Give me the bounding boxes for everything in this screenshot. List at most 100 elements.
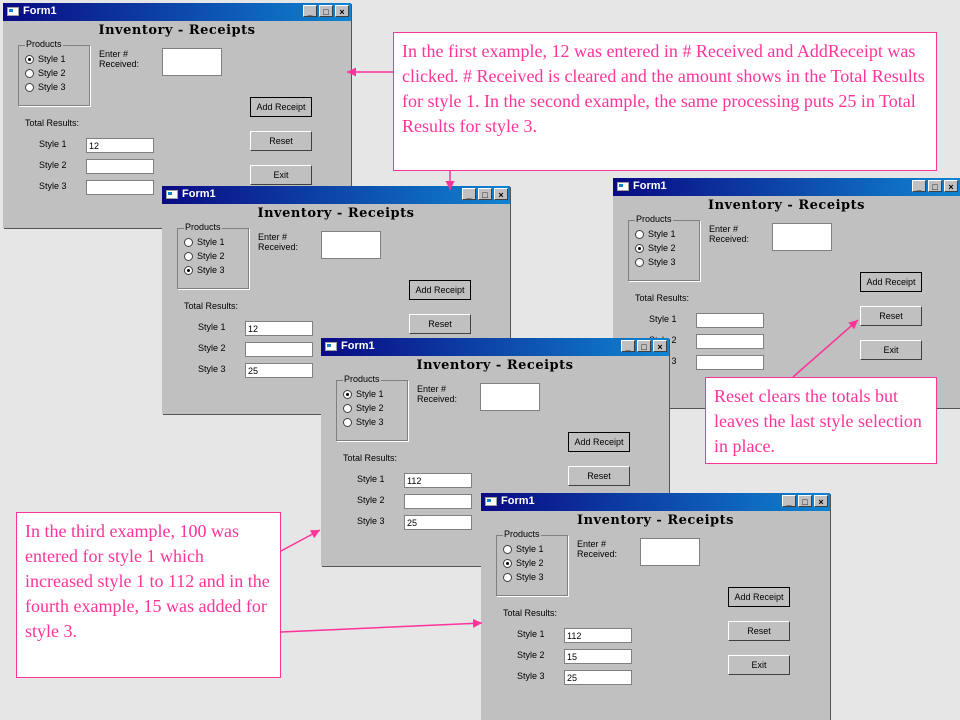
enter-received-label: Enter # Received: (258, 232, 298, 252)
products-group-label: Products (25, 39, 63, 49)
radio-button[interactable] (503, 545, 512, 555)
total-style-1-label: Style 1 (39, 139, 67, 149)
radio-button[interactable] (635, 244, 644, 254)
received-input[interactable] (162, 48, 222, 76)
app-icon[interactable] (485, 497, 497, 506)
total-style-2-field[interactable] (404, 494, 472, 509)
enter-label-line-1: Enter # (417, 384, 447, 394)
maximize-button[interactable]: □ (928, 180, 942, 192)
total-style-2-field[interactable] (696, 334, 764, 349)
window-titlebar[interactable]: Form1 _ □ × (613, 178, 960, 196)
radio-style-3[interactable]: Style 3 (184, 265, 225, 277)
radio-button[interactable] (184, 238, 193, 248)
minimize-button[interactable]: _ (303, 5, 317, 17)
total-style-3-field[interactable]: 25 (245, 363, 313, 378)
reset-button[interactable]: Reset (860, 306, 922, 326)
total-style-2-label: Style 2 (198, 343, 226, 353)
close-button[interactable]: × (494, 188, 508, 200)
total-style-1-field[interactable]: 12 (245, 321, 313, 336)
total-style-1-field[interactable]: 112 (564, 628, 632, 643)
radio-style-2[interactable]: Style 2 (25, 68, 66, 80)
total-style-3-field[interactable]: 25 (404, 515, 472, 530)
window-titlebar[interactable]: Form1 _ □ × (481, 493, 830, 511)
radio-style-2[interactable]: Style 2 (343, 403, 384, 415)
maximize-button[interactable]: □ (478, 188, 492, 200)
radio-button[interactable] (184, 252, 193, 262)
total-style-2-label: Style 2 (517, 650, 545, 660)
maximize-button[interactable]: □ (319, 5, 333, 17)
add-receipt-button[interactable]: Add Receipt (860, 272, 922, 292)
app-icon[interactable] (325, 342, 337, 351)
total-style-1-field[interactable]: 112 (404, 473, 472, 488)
total-style-1-field[interactable]: 12 (86, 138, 154, 153)
exit-button[interactable]: Exit (860, 340, 922, 360)
radio-button[interactable] (343, 390, 352, 400)
app-icon[interactable] (617, 182, 629, 191)
reset-button[interactable]: Reset (250, 131, 312, 151)
radio-style-2[interactable]: Style 2 (635, 243, 676, 255)
close-button[interactable]: × (944, 180, 958, 192)
radio-button[interactable] (25, 83, 34, 93)
arrow-to-window-5 (280, 618, 483, 633)
form-window-3: Form1 _ □ × Inventory - Receipts Product… (613, 178, 960, 408)
close-button[interactable]: × (653, 340, 667, 352)
radio-button[interactable] (343, 418, 352, 428)
window-titlebar[interactable]: Form1 _ □ × (321, 338, 669, 356)
received-input[interactable] (480, 383, 540, 411)
total-style-1-field[interactable] (696, 313, 764, 328)
minimize-button[interactable]: _ (782, 495, 796, 507)
radio-button[interactable] (503, 573, 512, 583)
radio-button[interactable] (343, 404, 352, 414)
radio-style-1[interactable]: Style 1 (635, 229, 676, 241)
minimize-button[interactable]: _ (462, 188, 476, 200)
exit-button[interactable]: Exit (728, 655, 790, 675)
maximize-button[interactable]: □ (798, 495, 812, 507)
reset-button[interactable]: Reset (409, 314, 471, 334)
minimize-button[interactable]: _ (621, 340, 635, 352)
radio-button[interactable] (184, 266, 193, 276)
radio-style-1[interactable]: Style 1 (343, 389, 384, 401)
total-style-2-field[interactable] (245, 342, 313, 357)
app-icon[interactable] (166, 190, 178, 199)
add-receipt-button[interactable]: Add Receipt (250, 97, 312, 117)
radio-label: Style 2 (356, 403, 384, 413)
received-input[interactable] (772, 223, 832, 251)
radio-button[interactable] (635, 258, 644, 268)
received-input[interactable] (640, 538, 700, 566)
window-titlebar[interactable]: Form1 _ □ × (162, 186, 510, 204)
add-receipt-button[interactable]: Add Receipt (409, 280, 471, 300)
add-receipt-button[interactable]: Add Receipt (728, 587, 790, 607)
radio-style-1[interactable]: Style 1 (25, 54, 66, 66)
total-style-2-field[interactable]: 15 (564, 649, 632, 664)
radio-button[interactable] (503, 559, 512, 569)
minimize-button[interactable]: _ (912, 180, 926, 192)
exit-button[interactable]: Exit (250, 165, 312, 185)
add-receipt-button[interactable]: Add Receipt (568, 432, 630, 452)
radio-style-3[interactable]: Style 3 (503, 572, 544, 584)
reset-button[interactable]: Reset (568, 466, 630, 486)
total-style-3-field[interactable]: 25 (564, 670, 632, 685)
reset-button[interactable]: Reset (728, 621, 790, 641)
close-button[interactable]: × (814, 495, 828, 507)
radio-button[interactable] (25, 55, 34, 65)
form-window-5: Form1 _ □ × Inventory - Receipts Product… (481, 493, 830, 720)
total-style-2-field[interactable] (86, 159, 154, 174)
close-button[interactable]: × (335, 5, 349, 17)
received-input[interactable] (321, 231, 381, 259)
window-titlebar[interactable]: Form1 _ □ × (3, 3, 351, 21)
radio-label: Style 1 (38, 54, 66, 64)
radio-style-2[interactable]: Style 2 (503, 558, 544, 570)
radio-style-3[interactable]: Style 3 (25, 82, 66, 94)
maximize-button[interactable]: □ (637, 340, 651, 352)
radio-style-2[interactable]: Style 2 (184, 251, 225, 263)
radio-style-3[interactable]: Style 3 (343, 417, 384, 429)
radio-button[interactable] (25, 69, 34, 79)
radio-style-3[interactable]: Style 3 (635, 257, 676, 269)
total-style-3-field[interactable] (86, 180, 154, 195)
radio-button[interactable] (635, 230, 644, 240)
form-heading: Inventory - Receipts (98, 23, 256, 38)
radio-style-1[interactable]: Style 1 (184, 237, 225, 249)
radio-style-1[interactable]: Style 1 (503, 544, 544, 556)
app-icon[interactable] (7, 7, 19, 16)
total-style-3-field[interactable] (696, 355, 764, 370)
